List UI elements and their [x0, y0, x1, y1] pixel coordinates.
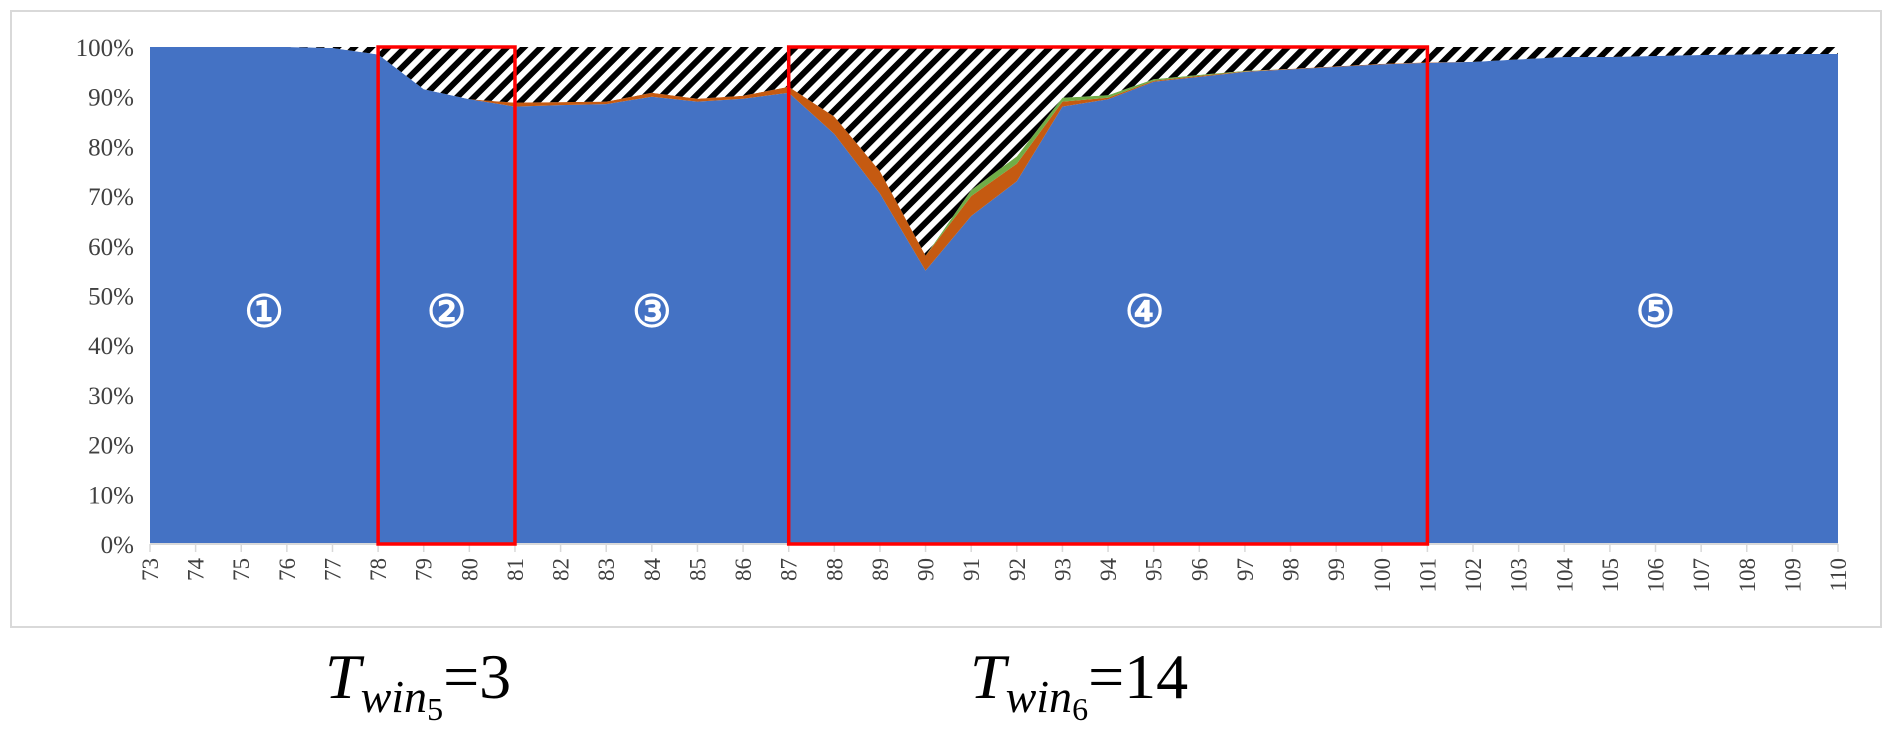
y-tick-label: 70% [88, 184, 134, 211]
x-tick-label: 79 [412, 558, 437, 581]
region-label-1: ① [244, 287, 283, 336]
region-label-2: ② [427, 287, 466, 336]
y-tick-label: 30% [88, 383, 134, 410]
window-box-1 [376, 45, 517, 546]
y-tick-label: 90% [88, 85, 134, 112]
area-series-2 [150, 47, 1838, 271]
region-label-4: ④ [1125, 287, 1164, 336]
x-tick-label: 83 [594, 558, 619, 581]
caption-symbol: T [970, 641, 1006, 712]
y-tick-label: 40% [88, 333, 134, 360]
x-tick-label: 80 [457, 558, 482, 581]
region-label-5: ⑤ [1636, 287, 1675, 336]
x-tick-label: 96 [1187, 558, 1212, 581]
caption-sub: win [1005, 671, 1073, 722]
area-series-1 [150, 47, 1838, 544]
y-tick-label: 20% [88, 433, 134, 460]
x-tick-label: 101 [1415, 558, 1440, 593]
x-tick-label: 102 [1461, 558, 1486, 593]
y-tick-label: 50% [88, 284, 134, 311]
x-tick-label: 106 [1644, 558, 1669, 593]
stacked-area-chart: 0% 10% 20% 30% 40% 50% 60% 70% 80% 90% 100% 73 74 75 7… [76, 35, 1851, 593]
caption-subsub: 6 [1072, 691, 1089, 727]
x-tick-label: 97 [1233, 558, 1258, 581]
caption-subsub: 5 [427, 691, 444, 727]
x-tick-label: 95 [1142, 558, 1167, 581]
x-tick-label: 84 [640, 558, 665, 582]
area-series-4 [150, 47, 1838, 256]
x-tick-label: 78 [366, 558, 391, 581]
y-tick-label: 60% [88, 234, 134, 261]
x-tick-label: 99 [1324, 558, 1349, 581]
x-tick-label: 100 [1370, 558, 1395, 593]
x-tick-label: 87 [777, 558, 802, 581]
x-tick-label: 85 [685, 558, 710, 581]
region-label-3: ③ [632, 287, 671, 336]
chart-frame: 0% 10% 20% 30% 40% 50% 60% 70% 80% 90% 100% 73 74 75 7… [10, 10, 1882, 628]
x-tick-label: 91 [959, 558, 984, 581]
x-tick-label: 105 [1598, 558, 1623, 593]
x-tick-label: 86 [731, 558, 756, 581]
caption-value: =14 [1088, 641, 1189, 712]
x-tick-label: 103 [1507, 558, 1532, 593]
x-tick-label: 90 [914, 558, 939, 581]
y-tick-label: 10% [88, 482, 134, 509]
window-caption-1: Twin5=3 [325, 640, 511, 728]
x-tick-label: 74 [184, 558, 209, 582]
y-tick-label: 100% [76, 35, 134, 62]
caption-sub: win [360, 671, 428, 722]
window-caption-2: Twin6=14 [970, 640, 1188, 728]
y-tick-label: 0% [101, 532, 134, 559]
x-tick-label: 109 [1780, 558, 1805, 593]
x-tick-label: 93 [1050, 558, 1075, 581]
x-tick-label: 75 [229, 558, 254, 581]
caption-value: =3 [443, 641, 512, 712]
x-tick-label: 94 [1096, 558, 1121, 582]
x-tick-label: 82 [549, 558, 574, 581]
x-tick-label: 89 [868, 558, 893, 581]
x-tick-label: 81 [503, 558, 528, 581]
x-tick-label: 77 [320, 558, 345, 581]
x-tick-label: 92 [1005, 558, 1030, 581]
x-tick-label: 108 [1735, 558, 1760, 593]
x-tick-label: 104 [1552, 558, 1577, 593]
y-tick-label: 80% [88, 134, 134, 161]
caption-symbol: T [325, 641, 361, 712]
x-tick-label: 88 [822, 558, 847, 581]
x-tick-label: 98 [1279, 558, 1304, 581]
x-tick-label: 76 [275, 558, 300, 581]
x-tick-label: 73 [138, 558, 163, 581]
window-box-2 [786, 45, 1430, 546]
x-tick-label: 110 [1826, 558, 1851, 592]
x-tick-label: 107 [1689, 558, 1714, 593]
